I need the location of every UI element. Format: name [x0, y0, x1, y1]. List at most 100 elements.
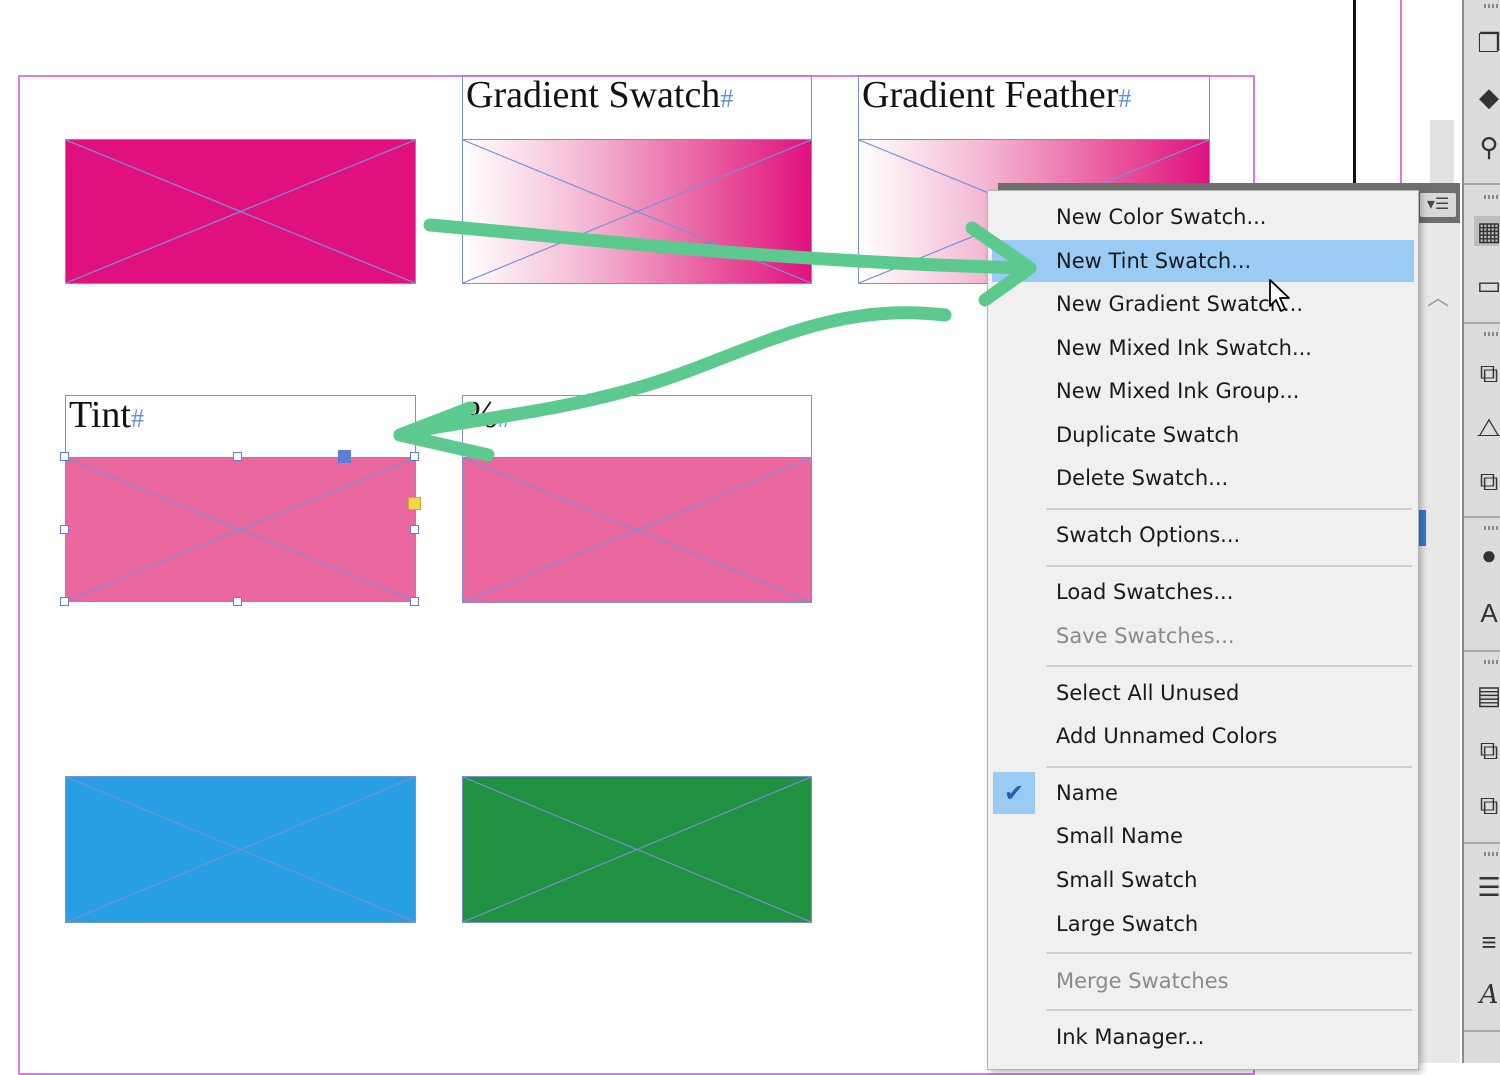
menu-item-label: Swatch Options...: [1056, 523, 1241, 547]
dock-divider: [1464, 650, 1500, 652]
selection-handle[interactable]: [338, 450, 351, 463]
dock-grip[interactable]: [1484, 660, 1500, 664]
menu-item-new-gradient-swatch[interactable]: New Gradient Swatch...: [992, 283, 1414, 325]
selection-handle[interactable]: [60, 452, 69, 461]
percent-text-frame[interactable]: %#: [462, 395, 812, 458]
menu-item-small-swatch[interactable]: Small Swatch: [992, 859, 1414, 901]
blue-frame[interactable]: [65, 776, 416, 923]
panel-menu-icon[interactable]: ▾☰: [1420, 193, 1456, 217]
cell-styles-icon[interactable]: ⧉: [1479, 735, 1499, 765]
menu-item-label: Ink Manager...: [1056, 1025, 1205, 1049]
selection-handle[interactable]: [233, 597, 242, 606]
gradient-swatch-label: Gradient Swatch: [466, 75, 721, 116]
menu-item-swatch-options[interactable]: Swatch Options...: [992, 514, 1414, 556]
table-styles-icon[interactable]: ⧉: [1479, 790, 1499, 820]
magenta-frame[interactable]: [65, 139, 416, 284]
menu-item-new-mixed-ink-swatch[interactable]: New Mixed Ink Swatch...: [992, 327, 1414, 369]
color-icon[interactable]: ●: [1481, 540, 1497, 570]
selection-handle[interactable]: [60, 525, 69, 534]
layers-icon[interactable]: ◆: [1479, 82, 1499, 112]
mouse-pointer-icon: [1269, 279, 1290, 312]
end-of-story-mark: #: [720, 84, 734, 113]
links-icon[interactable]: ⚲: [1479, 132, 1499, 162]
menu-item-label: Add Unnamed Colors: [1056, 724, 1278, 748]
pages-icon[interactable]: ❐: [1477, 28, 1500, 58]
menu-item-ink-manager[interactable]: Ink Manager...: [992, 1016, 1414, 1058]
percent-label: %: [466, 395, 498, 436]
object-styles-icon[interactable]: ⧉: [1479, 358, 1499, 388]
end-of-story-mark: #: [131, 404, 144, 433]
tint-frame[interactable]: [462, 457, 812, 603]
menu-item-label: Small Name: [1056, 824, 1183, 848]
align-icon[interactable]: ⧉: [1479, 466, 1499, 496]
empty-frame-x: [66, 140, 415, 283]
dock-divider: [1464, 842, 1500, 844]
menu-item-label: New Mixed Ink Swatch...: [1056, 336, 1312, 360]
stroke-icon[interactable]: ▭: [1476, 270, 1500, 300]
menu-item-label: New Color Swatch...: [1056, 205, 1267, 229]
end-of-story-mark: #: [497, 404, 511, 433]
effects-icon[interactable]: ⧍: [1476, 412, 1500, 442]
menu-item-add-unnamed-colors[interactable]: Add Unnamed Colors: [992, 715, 1414, 757]
empty-frame-x: [463, 140, 811, 283]
menu-item-label: Duplicate Swatch: [1056, 423, 1240, 447]
dock-grip[interactable]: [1484, 526, 1500, 530]
end-of-story-mark: #: [1118, 84, 1132, 113]
selection-handle[interactable]: [233, 452, 242, 461]
text-wrap-icon[interactable]: ≡: [1481, 927, 1497, 957]
empty-frame-x: [66, 458, 415, 601]
menu-item-label: Load Swatches...: [1056, 580, 1234, 604]
tint-label: Tint: [69, 395, 131, 436]
menu-item-large-swatch[interactable]: Large Swatch: [992, 903, 1414, 945]
menu-item-new-color-swatch[interactable]: New Color Swatch...: [992, 196, 1414, 238]
gradient-swatch-text-frame[interactable]: Gradient Swatch#: [462, 75, 812, 140]
green-frame[interactable]: [462, 776, 812, 923]
menu-item-name[interactable]: ✔Name: [992, 772, 1414, 814]
selection-handle[interactable]: [60, 597, 69, 606]
dock-grip[interactable]: [1484, 332, 1500, 336]
menu-item-load-swatches[interactable]: Load Swatches...: [992, 571, 1414, 613]
corner-options-handle[interactable]: [408, 497, 421, 510]
scrollbar-thumb[interactable]: [1430, 120, 1454, 190]
menu-item-label: Merge Swatches: [1056, 969, 1229, 993]
tint-text-frame[interactable]: Tint#: [65, 395, 416, 458]
menu-item-duplicate-swatch[interactable]: Duplicate Swatch: [992, 414, 1414, 456]
panel-dock-strip: ❐ ◆ ⚲ ▦ ▭ ⧉ ⧍ ⧉ ● A ▤ ⧉ ⧉ ☰ ≡ A: [1462, 0, 1500, 1063]
menu-separator: [1046, 665, 1412, 667]
menu-item-label: Name: [1056, 781, 1118, 805]
menu-separator: [1046, 508, 1412, 510]
tint-frame-selected[interactable]: [65, 457, 416, 602]
dock-divider: [1464, 516, 1500, 518]
menu-item-delete-swatch[interactable]: Delete Swatch...: [992, 457, 1414, 499]
gradient-feather-text-frame[interactable]: Gradient Feather#: [858, 75, 1210, 140]
gradient-swatch-frame[interactable]: [462, 139, 812, 284]
swatches-panel-menu: New Color Swatch... New Tint Swatch... New…: [987, 190, 1419, 1070]
empty-frame-x: [463, 458, 811, 602]
swatches-icon[interactable]: ▦: [1474, 216, 1500, 246]
empty-frame-x: [66, 777, 415, 922]
selection-handle[interactable]: [410, 597, 419, 606]
selection-handle[interactable]: [410, 525, 419, 534]
dock-divider: [1464, 183, 1500, 185]
selection-handle[interactable]: [410, 452, 419, 461]
menu-item-label: New Tint Swatch...: [1056, 249, 1252, 273]
dock-grip[interactable]: [1484, 852, 1500, 856]
menu-item-select-all-unused[interactable]: Select All Unused: [992, 672, 1414, 714]
dock-grip[interactable]: [1484, 4, 1500, 8]
table-icon[interactable]: ▤: [1476, 680, 1500, 710]
menu-item-label: Save Swatches...: [1056, 624, 1235, 648]
glyphs-icon[interactable]: A: [1479, 980, 1499, 1010]
swatches-panel-body: [1415, 223, 1460, 1063]
menu-item-save-swatches: Save Swatches...: [992, 615, 1414, 657]
menu-item-new-mixed-ink-group[interactable]: New Mixed Ink Group...: [992, 370, 1414, 412]
character-icon[interactable]: A: [1480, 598, 1498, 628]
menu-item-label: Select All Unused: [1056, 681, 1240, 705]
paragraph-styles-icon[interactable]: ☰: [1477, 872, 1500, 902]
menu-item-new-tint-swatch[interactable]: New Tint Swatch...: [992, 240, 1414, 282]
scroll-up-icon[interactable]: ︿: [1427, 285, 1450, 310]
gradient-feather-label: Gradient Feather: [862, 75, 1119, 116]
menu-item-small-name[interactable]: Small Name: [992, 815, 1414, 857]
menu-separator: [1046, 565, 1412, 567]
dock-grip[interactable]: [1484, 195, 1500, 199]
panel-selection-indicator: [1418, 510, 1426, 546]
